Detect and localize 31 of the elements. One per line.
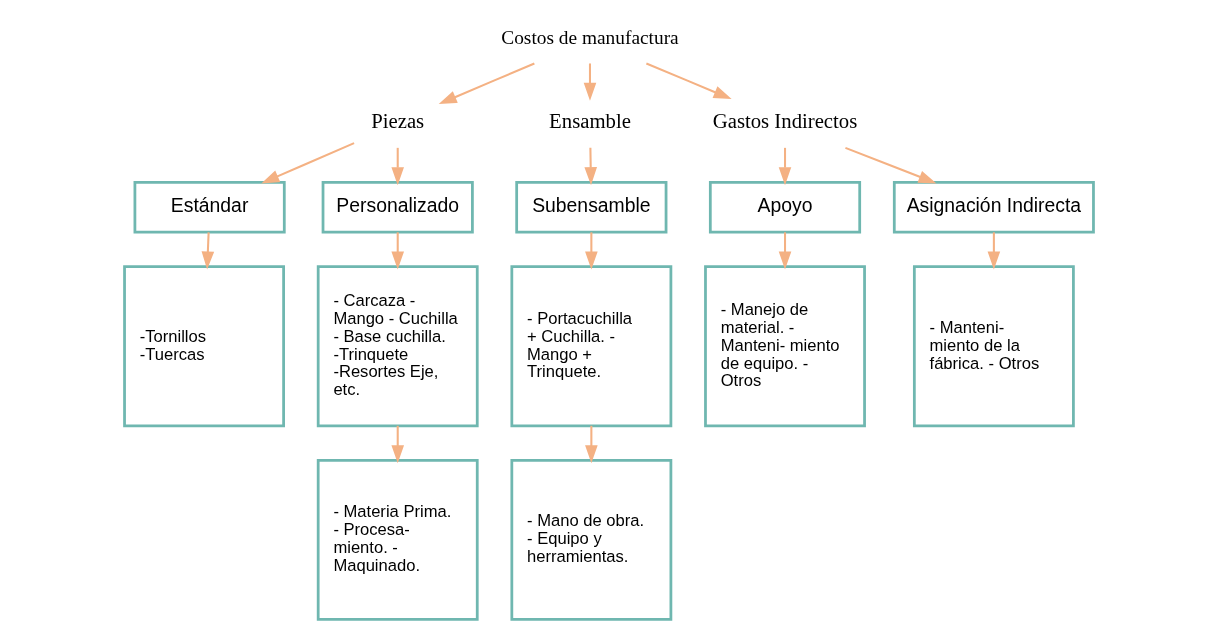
arrow: [845, 146, 937, 184]
arrow: [585, 425, 598, 464]
node-box: - Portacuchilla + Cuchilla. - Mango + Trinquete.: [510, 265, 673, 428]
arrow: [391, 232, 404, 270]
arrow: [201, 232, 215, 270]
node-box: - Manejo de material. - Manteni- miento de equipo. - Otros: [704, 265, 866, 428]
node-box: - Materia Prima. - Procesa- miento. - Maquinado.: [316, 458, 479, 621]
node-box: Asignación Indirecta: [892, 180, 1095, 234]
arrow: [438, 62, 535, 105]
node-box: - Mano de obra. - Equipo y herramientas.: [510, 458, 673, 621]
node-text: Ensamble: [549, 109, 631, 132]
arrow: [584, 147, 597, 186]
node-text: Gastos Indirectos: [712, 109, 858, 132]
arrow: [583, 63, 597, 101]
arrow: [778, 232, 792, 270]
arrow: [585, 232, 598, 270]
node-box: - Manteni- miento de la fábrica. - Otros: [912, 265, 1075, 428]
arrow: [646, 62, 732, 100]
arrow: [261, 142, 355, 184]
node-box: Estándar: [133, 180, 286, 234]
node-text: Costos de manufactura: [501, 26, 679, 48]
node-box: Subensamble: [515, 180, 668, 234]
node-box: Personalizado: [321, 180, 474, 234]
arrow: [778, 147, 792, 186]
arrow: [391, 425, 404, 464]
node-text: Piezas: [371, 109, 425, 132]
node-box: -Tornillos -Tuercas: [123, 265, 285, 428]
node-box: - Carcaza - Mango - Cuchilla - Base cuchilla. -Trinquete -Resortes Eje, etc.: [316, 265, 479, 428]
arrow: [391, 147, 404, 186]
arrow: [987, 232, 1001, 270]
node-box: Apoyo: [708, 180, 862, 234]
